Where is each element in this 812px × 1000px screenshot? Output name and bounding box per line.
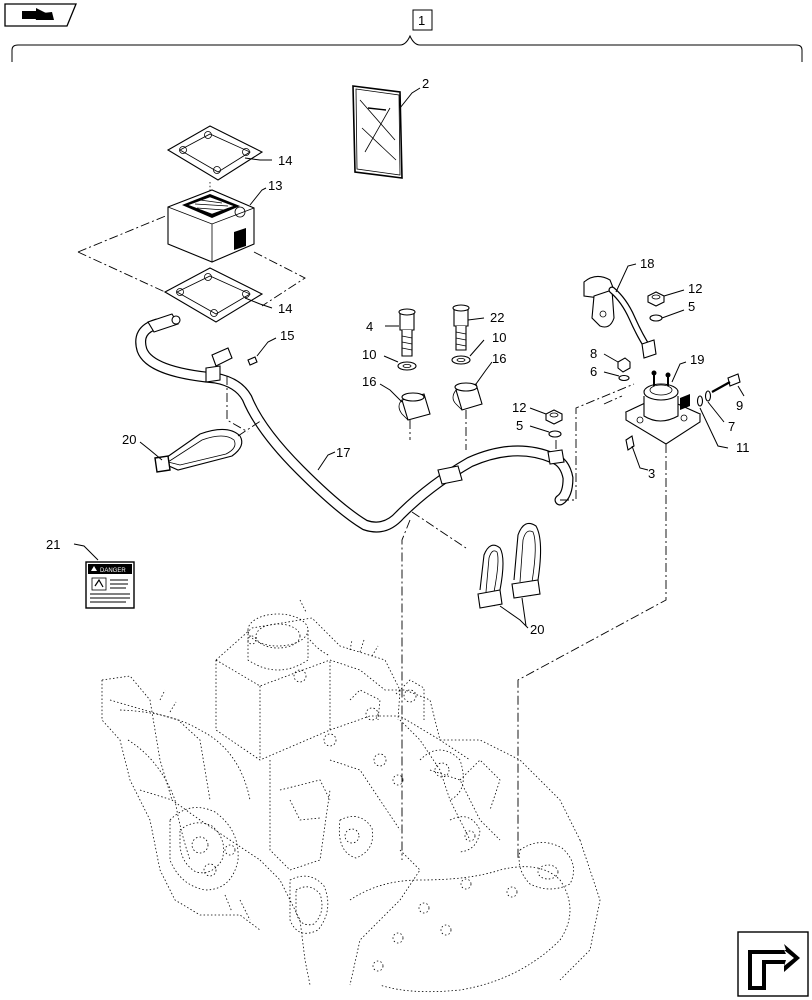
callout-10-right: 10 — [492, 330, 506, 345]
callout-2: 2 — [422, 76, 429, 91]
decal-title: DANGER — [100, 568, 126, 574]
assembly-ref-box — [412, 9, 433, 31]
bracket-18-part[interactable] — [583, 275, 657, 359]
callout-14-lower: 14 — [278, 301, 292, 316]
washer-5-lower-part[interactable] — [548, 430, 562, 438]
callout-12-upper: 12 — [688, 281, 702, 296]
washer-10-right-part[interactable] — [451, 355, 471, 365]
callout-16-right: 16 — [492, 351, 506, 366]
callout-5-upper: 5 — [688, 299, 695, 314]
bolt-4-part[interactable] — [398, 308, 416, 357]
instruction-sheet-part[interactable] — [352, 85, 421, 179]
spacer-16-left-part[interactable] — [398, 392, 431, 421]
callout-20-right: 20 — [530, 622, 544, 637]
assembly-ref-label: 1 — [418, 13, 425, 28]
relay-19-part[interactable] — [624, 370, 702, 445]
clamp-20-left-part[interactable] — [154, 428, 243, 473]
callout-11: 11 — [736, 440, 750, 455]
engine-badge-icon[interactable] — [4, 3, 77, 27]
washer-6-part[interactable] — [618, 374, 630, 382]
hose-17-part[interactable] — [135, 313, 574, 533]
callout-17: 17 — [336, 445, 350, 460]
screw-9-part[interactable] — [711, 373, 741, 393]
callout-6: 6 — [590, 364, 597, 379]
danger-decal-part[interactable]: DANGER — [85, 561, 135, 609]
washer-7-part[interactable] — [704, 390, 712, 402]
callout-9: 9 — [736, 398, 743, 413]
callout-22: 22 — [490, 310, 504, 325]
callout-12-lower: 12 — [512, 400, 526, 415]
callout-19: 19 — [690, 352, 704, 367]
next-page-arrow-icon[interactable] — [737, 931, 809, 997]
clamp-20-right-part[interactable] — [477, 522, 542, 609]
callout-15: 15 — [280, 328, 294, 343]
washer-11-part[interactable] — [696, 395, 704, 407]
washer-5-upper-part[interactable] — [649, 314, 663, 322]
callout-13: 13 — [268, 178, 282, 193]
callout-10-left: 10 — [362, 347, 376, 362]
callout-21: 21 — [46, 537, 60, 552]
callout-8: 8 — [590, 346, 597, 361]
screw-15-part[interactable] — [247, 356, 258, 366]
upper-gasket-part[interactable] — [166, 125, 264, 181]
engine-block-illustration — [101, 599, 601, 993]
callout-18: 18 — [640, 256, 654, 271]
callout-7: 7 — [728, 419, 735, 434]
callout-16-left: 16 — [362, 374, 376, 389]
washer-10-left-part[interactable] — [397, 361, 417, 371]
nut-8-part[interactable] — [617, 357, 631, 373]
callout-4: 4 — [366, 319, 373, 334]
bolt-22-part[interactable] — [452, 304, 470, 351]
assembly-bracket: 1 — [11, 9, 803, 62]
callout-14-upper: 14 — [278, 153, 292, 168]
lower-gasket-part[interactable] — [163, 267, 264, 323]
callout-20-left: 20 — [122, 432, 136, 447]
nut-12-upper-part[interactable] — [647, 291, 665, 307]
filter-box-part[interactable] — [167, 187, 267, 263]
nut-12-lower-part[interactable] — [545, 409, 563, 425]
spacer-16-right-part[interactable] — [452, 382, 483, 411]
callout-3: 3 — [648, 466, 655, 481]
callout-5-lower: 5 — [516, 418, 523, 433]
